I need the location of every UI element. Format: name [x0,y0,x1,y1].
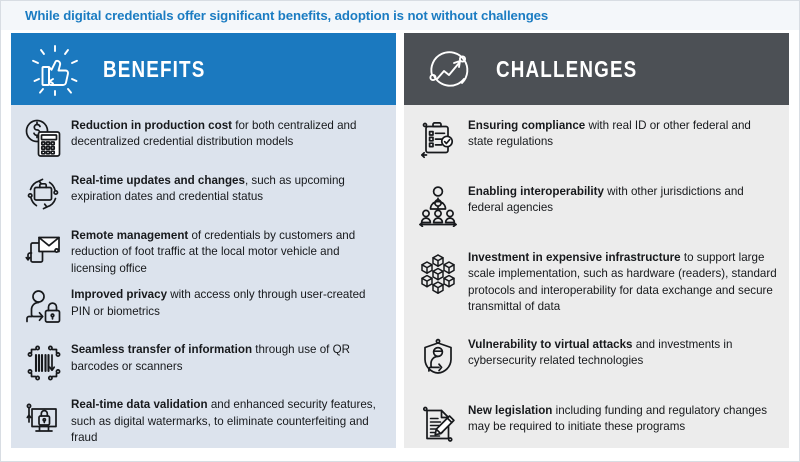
list-item-rest: , such as upcoming expiration dates and … [71,174,345,204]
list-item-text: Seamless transfer of information through… [67,341,386,375]
list-item: Ensuring compliance with real ID or othe… [412,117,779,163]
list-item: Improved privacy with access only throug… [19,286,386,332]
list-item-lead: Real-time updates and changes [71,174,245,187]
benefits-body: Reduction in production cost for both ce… [11,105,396,448]
shield-hacker-icon [412,336,464,382]
list-item-text: Reduction in production cost for both ce… [67,117,386,151]
list-item: Real-time updates and changes, such as u… [19,172,386,218]
list-item-text: Improved privacy with access only throug… [67,286,386,320]
network-cubes-icon [412,249,464,295]
trend-chart-circle-icon [418,39,478,99]
list-item-lead: Improved privacy [71,288,168,302]
list-item-text: New legislation including funding and re… [464,402,779,436]
monitor-lock-icon [19,396,67,442]
person-lock-icon [19,286,67,332]
list-item-rest: and enhanced security features, such as … [71,398,376,445]
list-item: Reduction in production cost for both ce… [19,117,386,163]
list-item-text: Investment in expensive infrastructure t… [464,249,779,316]
list-item-lead: Enabling interoperability [468,185,604,198]
list-item-lead: Real-time data validation [71,398,208,412]
clipboard-check-icon [412,117,464,163]
list-item: Remote management of credentials by cust… [19,227,386,277]
panel-benefits: BENEFITS [11,33,396,448]
document-pen-icon [412,402,464,448]
list-item-rest: and investments in cybersecurity related… [468,337,733,368]
list-item-rest: with real ID or other federal and state … [468,119,751,149]
list-item-rest: including funding and regulatory changes… [468,403,768,434]
challenges-body: Ensuring compliance with real ID or othe… [404,105,789,448]
list-item-rest: through use of QR barcodes or scanners [71,343,351,373]
list-item-lead: Ensuring compliance [468,119,586,132]
challenges-header: CHALLENGES [404,33,789,105]
title-bar: While digital credentials offer signific… [1,1,799,30]
refresh-briefcase-icon [19,172,67,218]
list-item-text: Remote management of credentials by cust… [67,227,386,277]
list-item-rest: for both centralized and decentralized c… [71,119,357,149]
list-item-rest: to support large scale implementation, s… [468,251,777,314]
panel-challenges: CHALLENGES [404,33,789,448]
list-item-text: Real-time data validation and enhanced s… [67,396,386,446]
challenges-title: CHALLENGES [496,55,638,82]
thumbs-up-icon [25,39,85,99]
list-item-lead: New legislation [468,403,553,417]
list-item: New legislation including funding and re… [412,402,779,448]
panels-container: BENEFITS [1,30,799,462]
list-item-rest: of credentials by customers and reductio… [71,229,356,275]
list-item-lead: Seamless transfer of information [71,343,253,357]
benefits-title: BENEFITS [103,55,206,82]
page-title: While digital credentials offer signific… [25,8,549,23]
list-item-lead: Remote management [71,229,189,242]
list-item-rest: with access only through user-created PI… [71,288,366,318]
barcode-scan-icon [19,341,67,387]
list-item-lead: Reduction in production cost [71,119,233,132]
benefits-header: BENEFITS [11,33,396,105]
list-item-text: Real-time updates and changes, such as u… [67,172,386,206]
list-item-text: Vulnerability to virtual attacks and inv… [464,336,779,370]
dollar-calculator-icon [19,117,67,163]
list-item: Investment in expensive infrastructure t… [412,249,779,316]
phone-envelope-icon [19,227,67,273]
list-item: Real-time data validation and enhanced s… [19,396,386,446]
list-item: Enabling interoperability with other jur… [412,183,779,229]
list-item-text: Ensuring compliance with real ID or othe… [464,117,779,151]
list-item: Vulnerability to virtual attacks and inv… [412,336,779,382]
list-item-lead: Vulnerability to virtual attacks [468,337,633,351]
list-item-text: Enabling interoperability with other jur… [464,183,779,217]
list-item-lead: Investment in expensive infrastructure [468,251,681,264]
people-group-icon [412,183,464,229]
list-item-rest: with other jurisdictions and federal age… [468,185,744,215]
list-item: Seamless transfer of information through… [19,341,386,387]
